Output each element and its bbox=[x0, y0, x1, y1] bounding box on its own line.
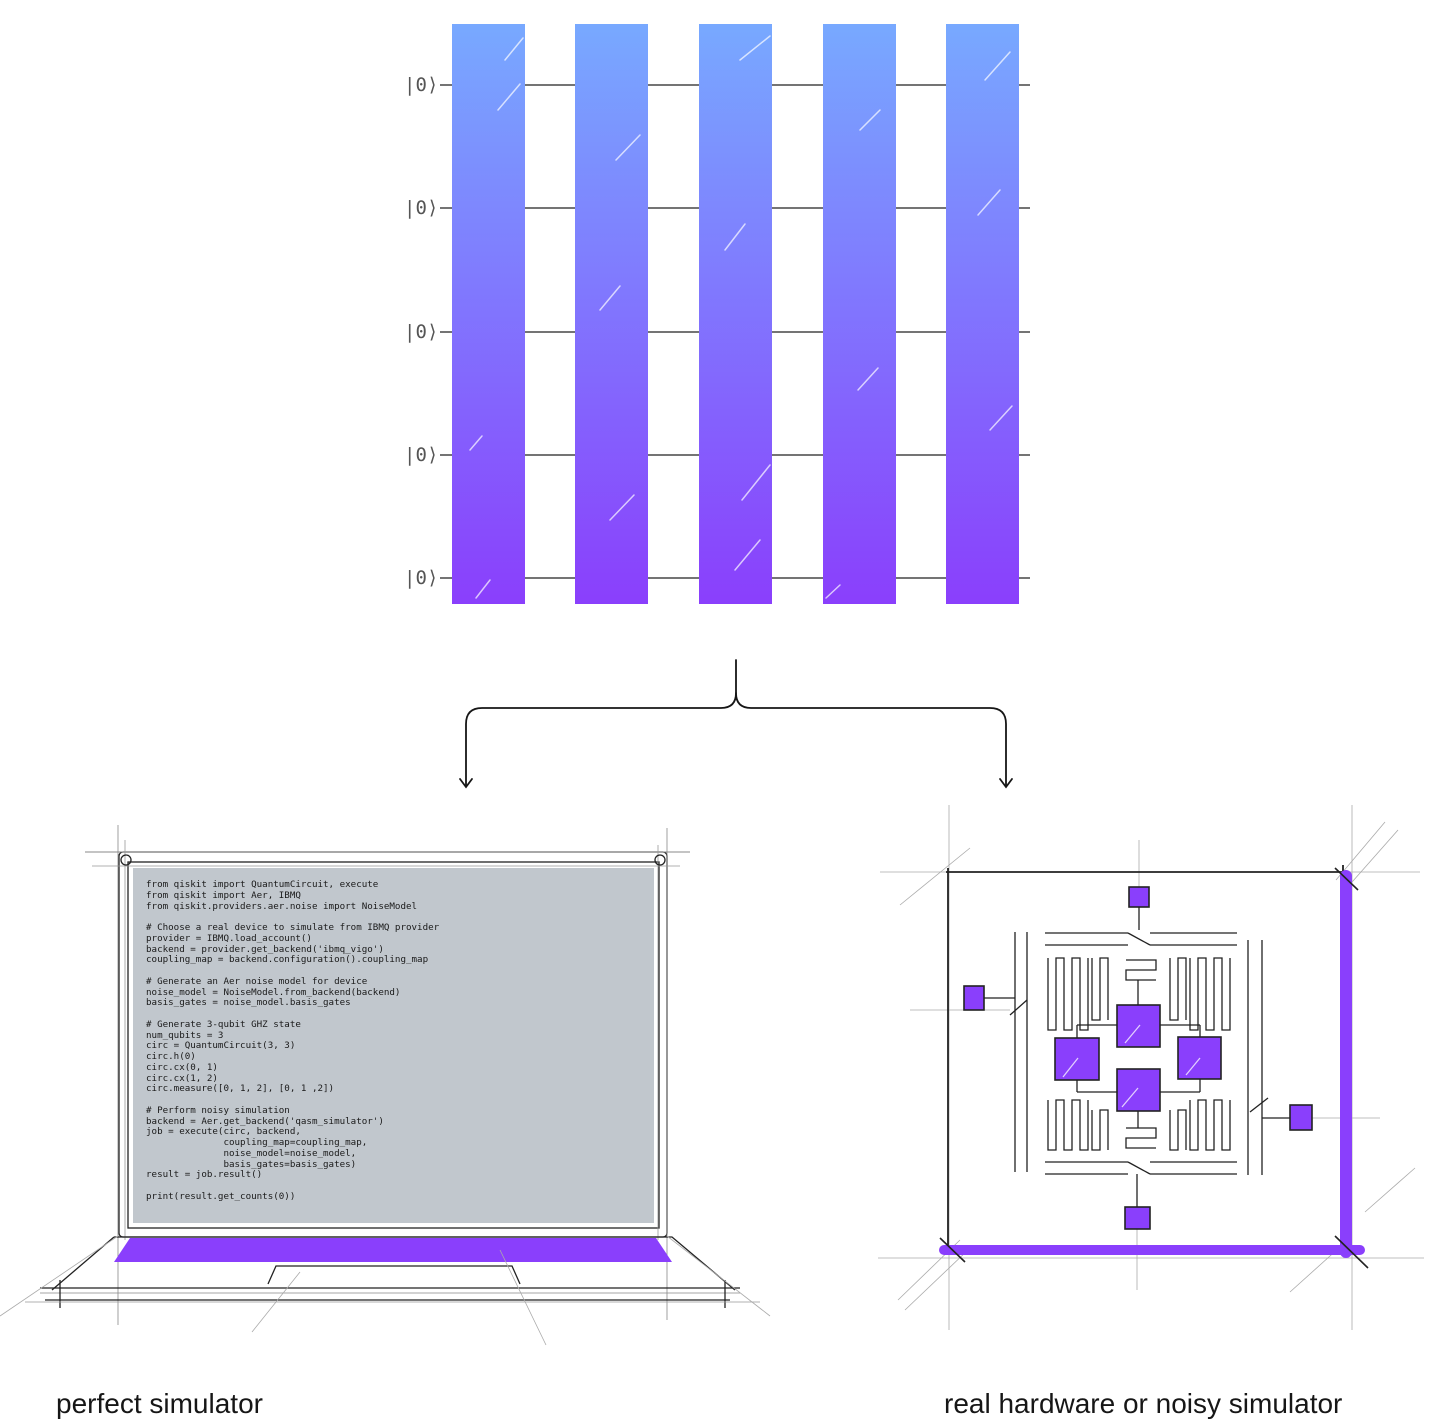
circuit-layer-bar bbox=[946, 24, 1019, 604]
code-line: noise_model = NoiseModel.from_backend(ba… bbox=[146, 986, 401, 998]
code-line: from qiskit import Aer, IBMQ bbox=[146, 889, 301, 901]
code-line: coupling_map=coupling_map, bbox=[146, 1137, 368, 1148]
code-line: # Perform noisy simulation bbox=[146, 1104, 290, 1116]
code-line: # Generate an Aer noise model for device bbox=[146, 975, 368, 987]
texture-strokes bbox=[469, 35, 1013, 599]
arrowhead-left-icon bbox=[459, 778, 473, 789]
code-line: from qiskit.providers.aer.noise import N… bbox=[146, 900, 418, 912]
qubit-label: |0⟩ bbox=[404, 321, 438, 343]
code-line: basis_gates=basis_gates) bbox=[146, 1158, 357, 1170]
circuit-layer-bar bbox=[575, 24, 648, 604]
chip-accent-edges bbox=[939, 870, 1365, 1258]
qubit-pad bbox=[1128, 886, 1150, 908]
code-line: circ.cx(0, 1) bbox=[146, 1061, 218, 1073]
code-line: backend = Aer.get_backend('qasm_simulato… bbox=[146, 1115, 384, 1127]
code-line: circ = QuantumCircuit(3, 3) bbox=[146, 1040, 296, 1052]
arrow-to-hardware bbox=[735, 692, 1007, 787]
pad-highlights bbox=[1062, 1024, 1201, 1108]
code-line: backend = provider.get_backend('ibmq_vig… bbox=[146, 943, 384, 955]
code-line: coupling_map = backend.configuration().c… bbox=[146, 954, 429, 966]
qubit-label: |0⟩ bbox=[404, 74, 438, 96]
caption-real-hardware: real hardware or noisy simulator bbox=[944, 1388, 1343, 1419]
branch-arrow bbox=[459, 659, 1013, 789]
code-line: from qiskit import QuantumCircuit, execu… bbox=[146, 879, 379, 890]
code-line: circ.measure([0, 1, 2], [0, 1 ,2]) bbox=[146, 1083, 335, 1095]
code-line: circ.h(0) bbox=[146, 1051, 196, 1062]
code-line: basis_gates = noise_model.basis_gates bbox=[146, 997, 351, 1009]
code-line: result = job.result() bbox=[146, 1169, 263, 1181]
circuit-layers bbox=[452, 24, 1019, 604]
qubit-pad bbox=[1124, 1206, 1151, 1230]
quantum-chip-illustration bbox=[878, 805, 1424, 1330]
qubit-label: |0⟩ bbox=[404, 567, 438, 589]
qubit-labels: |0⟩ |0⟩ |0⟩ |0⟩ |0⟩ bbox=[404, 74, 438, 589]
chip-wiring bbox=[984, 907, 1290, 1207]
code-line: num_qubits = 3 bbox=[146, 1029, 224, 1041]
quantum-circuit: |0⟩ |0⟩ |0⟩ |0⟩ |0⟩ bbox=[404, 24, 1030, 604]
circuit-layer-bar bbox=[823, 24, 896, 604]
arrowhead-right-icon bbox=[999, 778, 1013, 789]
code-line: circ.cx(1, 2) bbox=[146, 1072, 218, 1084]
qubit-pads bbox=[963, 886, 1313, 1230]
arrow-to-simulator bbox=[465, 659, 737, 787]
laptop-keyboard-bar bbox=[114, 1238, 672, 1262]
code-listing: from qiskit import QuantumCircuit, execu… bbox=[146, 879, 646, 1210]
qubit-pad bbox=[963, 985, 985, 1011]
code-line: # Generate 3-qubit GHZ state bbox=[146, 1018, 301, 1030]
code-line: provider = IBMQ.load_account() bbox=[146, 932, 312, 944]
circuit-layer-bar bbox=[452, 24, 525, 604]
code-line: print(result.get_counts(0)) bbox=[146, 1190, 296, 1202]
qubit-label: |0⟩ bbox=[404, 197, 438, 219]
laptop-illustration bbox=[0, 825, 771, 1346]
qubit-label: |0⟩ bbox=[404, 444, 438, 466]
caption-perfect-simulator: perfect simulator bbox=[56, 1388, 263, 1419]
code-line: job = execute(circ, backend, bbox=[146, 1126, 301, 1138]
qubit-pad bbox=[1289, 1104, 1313, 1131]
code-line: noise_model=noise_model, bbox=[146, 1147, 357, 1159]
circuit-layer-bar bbox=[699, 24, 772, 604]
laptop-screen bbox=[133, 868, 654, 1223]
code-line: # Choose a real device to simulate from … bbox=[146, 922, 440, 933]
